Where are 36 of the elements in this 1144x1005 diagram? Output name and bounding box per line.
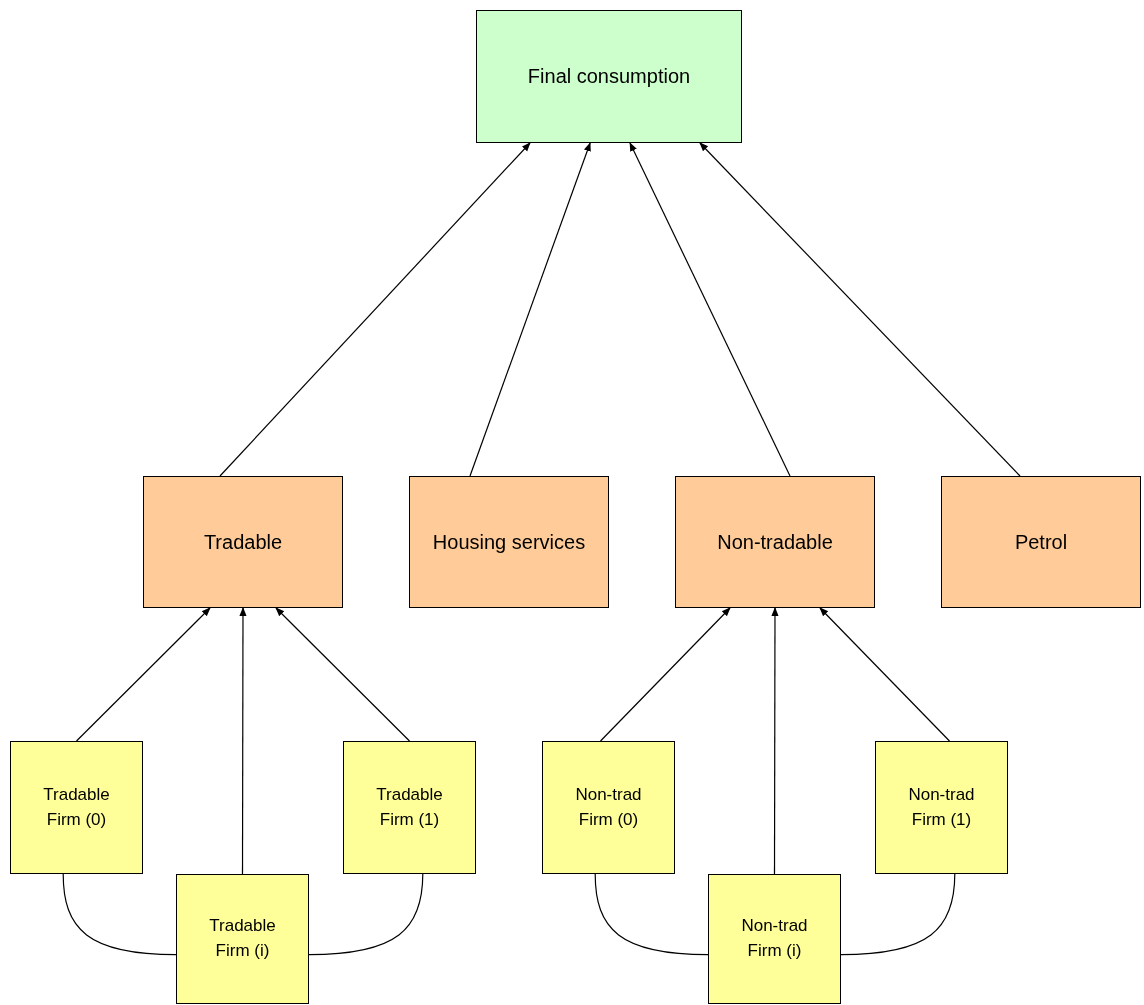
arrow (819, 607, 951, 742)
node-label: Non-trad Firm (0) (574, 783, 643, 831)
process-box (941, 476, 1141, 608)
node-label: Tradable Firm (0) (42, 783, 111, 831)
connector-curve (594, 873, 709, 956)
process-box (476, 10, 742, 143)
node-label: Final consumption (527, 64, 691, 89)
connector-curve (308, 873, 424, 956)
connector-curve (62, 873, 177, 956)
arrow (599, 607, 731, 742)
node-label: Tradable Firm (1) (375, 783, 444, 831)
node-label: Housing services (432, 529, 586, 555)
process-box (675, 476, 875, 608)
process-box (143, 476, 343, 608)
process-box (343, 741, 476, 874)
arrow (629, 142, 791, 477)
arrow (275, 607, 411, 742)
node-label: Non-trad Firm (i) (740, 915, 809, 962)
process-box (176, 874, 309, 1004)
process-box (409, 476, 609, 608)
arrow (75, 607, 211, 742)
arrow (771, 607, 779, 875)
node-label: Petrol (1014, 529, 1068, 555)
process-box (875, 741, 1008, 874)
connector-curve (840, 873, 956, 956)
arrow (239, 607, 247, 875)
process-box (10, 741, 143, 874)
process-box (708, 874, 841, 1004)
node-label: Tradable Firm (i) (208, 915, 277, 962)
arrow (219, 142, 531, 477)
process-box (542, 741, 675, 874)
node-label: Tradable (203, 529, 283, 555)
node-label: Non-trad Firm (1) (907, 783, 976, 831)
arrow (469, 142, 591, 477)
node-label: Non-tradable (717, 529, 833, 555)
arrow (699, 142, 1021, 477)
